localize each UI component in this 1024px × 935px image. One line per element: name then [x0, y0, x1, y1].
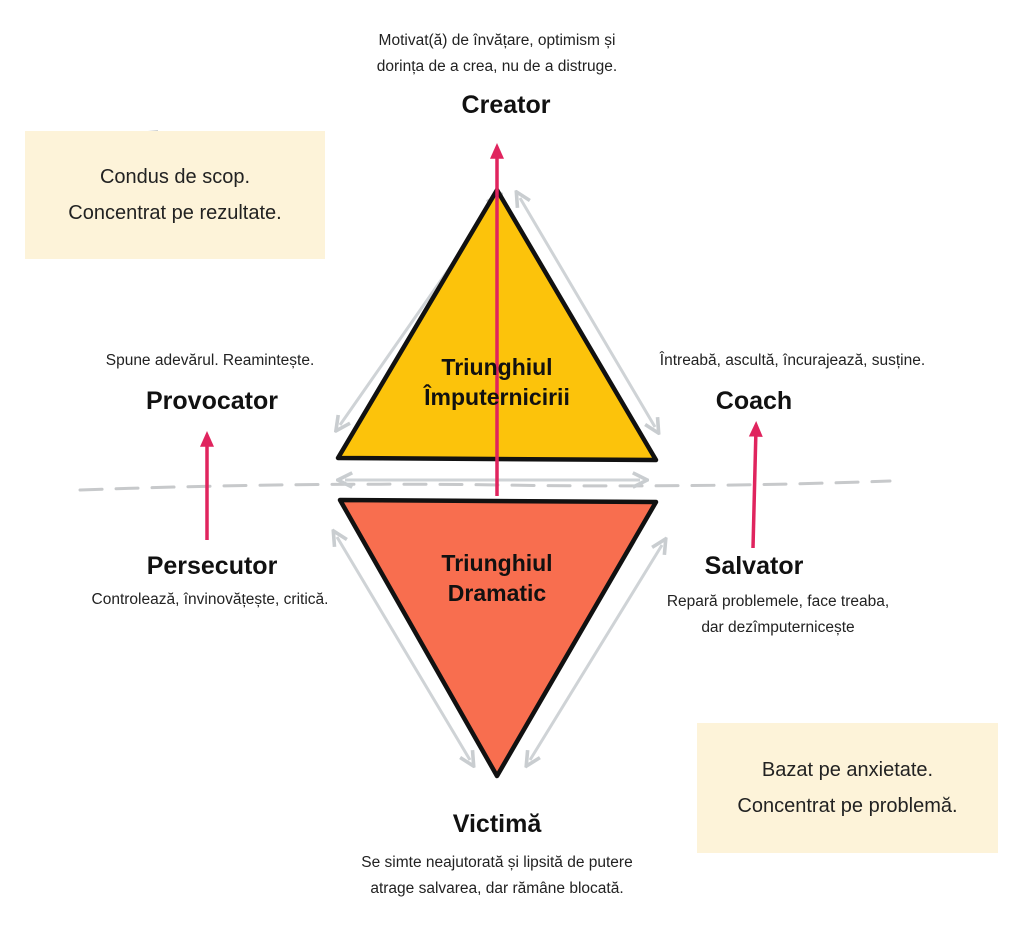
salvator-description: Repară problemele, face treaba, dar dezî… — [628, 589, 928, 641]
gray-arrow-upper-right — [520, 198, 655, 427]
drama-label-line-2: Dramatic — [447, 580, 547, 606]
gray-arrow-lower-left — [337, 537, 470, 760]
role-salvator: Salvator — [704, 552, 804, 580]
role-provocator: Provocator — [146, 387, 278, 415]
role-victima: Victimă — [452, 810, 542, 838]
red-arrow-right — [748, 421, 763, 549]
victima-description-line-1: Se simte neajutorată și lipsită de puter… — [361, 854, 633, 871]
purpose-box: Condus de scop. Concentrat pe rezultate. — [25, 131, 325, 259]
role-coach: Coach — [715, 387, 793, 415]
victima-description-line-2: atrage salvarea, dar rămâne blocată. — [370, 880, 624, 897]
creator-description-line-2: dorința de a crea, nu de a distruge. — [376, 58, 618, 75]
anxiety-box-line-2: Concentrat pe problemă. — [737, 795, 958, 817]
drama-triangle-label: Triunghiul Dramatic — [397, 548, 597, 608]
victima-description: Se simte neajutorată și lipsită de puter… — [290, 850, 704, 902]
purpose-box-line-2: Concentrat pe rezultate. — [68, 202, 282, 224]
salvator-description-line-2: dar dezîmputernicește — [701, 619, 855, 636]
empowerment-label-line-2: Împuternicirii — [424, 384, 570, 410]
salvator-description-line-1: Repară problemele, face treaba, — [666, 593, 890, 610]
drama-label-line-1: Triunghiul — [441, 550, 553, 576]
purpose-box-line-1: Condus de scop. — [99, 166, 251, 188]
provocator-description: Spune adevărul. Reamintește. — [105, 352, 315, 369]
separator-dashed-line — [78, 479, 892, 492]
gray-arrow-lower-right — [530, 545, 662, 760]
empowerment-triangle-label: Triunghiul Împuternicirii — [397, 352, 597, 412]
creator-description: Motivat(ă) de învățare, optimism și dori… — [300, 28, 694, 80]
persecutor-description: Controlează, învinovățește, critică. — [91, 591, 329, 608]
role-creator: Creator — [461, 91, 551, 119]
drama-triangle — [337, 497, 659, 779]
empowerment-label-line-1: Triunghiul — [441, 354, 553, 380]
anxiety-box: Bazat pe anxietate. Concentrat pe proble… — [697, 723, 998, 853]
anxiety-box-line-1: Bazat pe anxietate. — [761, 759, 934, 781]
coach-description: Întreabă, ascultă, încurajează, susține. — [659, 352, 926, 369]
creator-description-line-1: Motivat(ă) de învățare, optimism și — [378, 32, 616, 49]
role-persecutor: Persecutor — [146, 552, 278, 580]
